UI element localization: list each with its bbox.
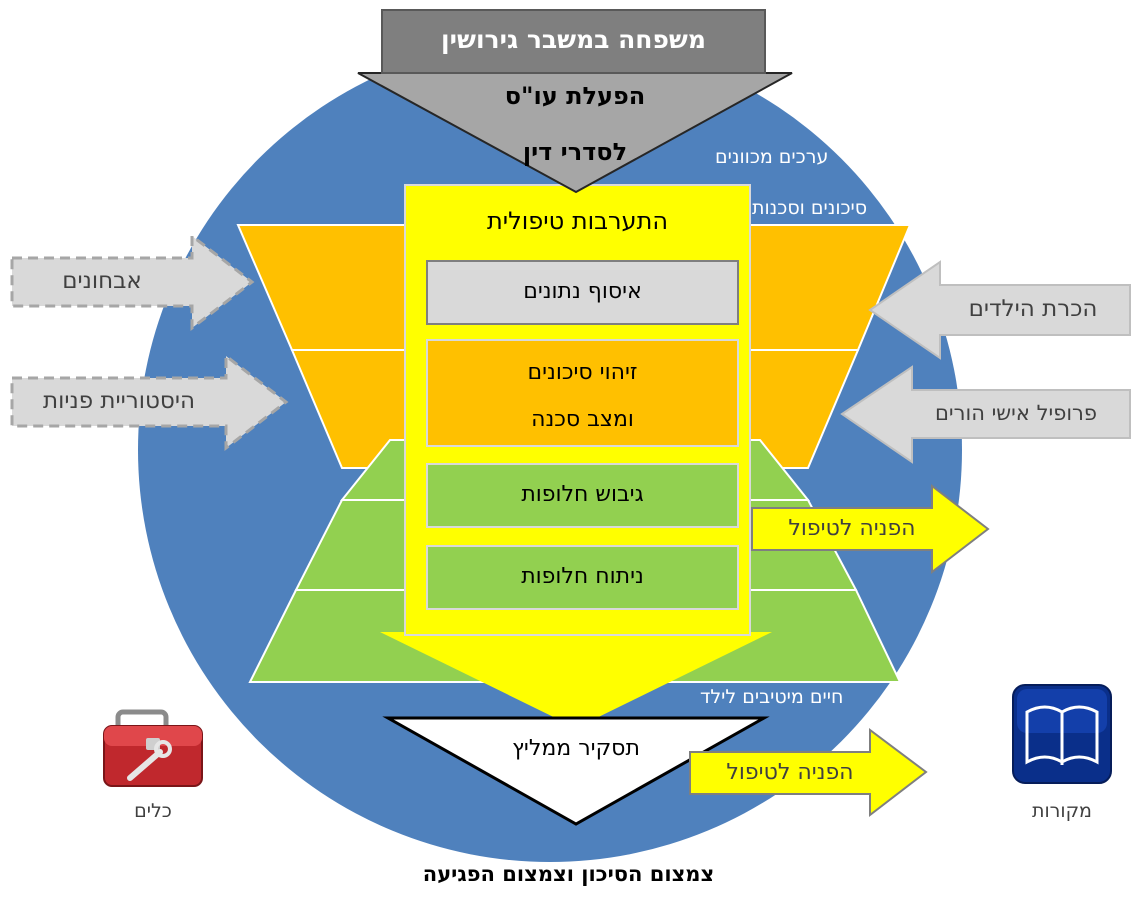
label-values: ערכים מכוונים xyxy=(715,146,829,168)
step-box-analyze-alternatives xyxy=(426,545,739,610)
left-arrow-diagnoses xyxy=(10,232,255,332)
left-arrow-diagnoses-label: אבחונים xyxy=(62,268,142,294)
funnel-line-1: הפעלת עו"ס xyxy=(504,82,646,110)
result-label: תסקיר ממליץ xyxy=(512,736,640,761)
step-collect-label: איסוף נתונים xyxy=(523,279,642,304)
referral-label-2: הפניה לטיפול xyxy=(726,760,854,785)
book-icon xyxy=(1012,684,1112,784)
intervention-title: התערבות טיפולית xyxy=(486,207,669,235)
intervention-down-arrow xyxy=(380,632,772,728)
tools-label: כלים xyxy=(134,800,172,822)
step-box-collect xyxy=(426,260,739,325)
referral-arrow-1 xyxy=(751,483,990,575)
result-triangle xyxy=(382,716,770,826)
referral-label-1: הפניה לטיפול xyxy=(788,516,916,541)
label-risks: סיכונים וסכנות xyxy=(752,197,868,219)
step-box-risks xyxy=(426,339,739,447)
right-arrow-parents-label: פרופיל אישי הורים xyxy=(934,401,1098,425)
step-risks-line2: ומצב סכנה xyxy=(531,407,634,432)
right-arrow-parents xyxy=(840,365,1131,464)
funnel-line-2: לסדרי דין xyxy=(522,138,628,166)
step-box-form-alternatives xyxy=(426,463,739,528)
left-arrow-history-label: היסטוריית פניות xyxy=(42,388,196,414)
top-box-title: משפחה במשבר גירושין xyxy=(441,25,706,54)
diagram-caption: צמצום הסיכון וצמצום הפגיעה xyxy=(422,862,715,886)
label-wellbeing: חיים מיטיבים לילד xyxy=(700,686,844,708)
step-risks-line1: זיהוי סיכונים xyxy=(527,360,638,385)
referral-arrow-2 xyxy=(689,728,928,818)
right-arrow-children-label: הכרת הילדים xyxy=(968,296,1098,322)
toolbox-icon xyxy=(103,709,203,787)
step-analyze-alternatives-label: ניתוח חלופות xyxy=(521,564,644,589)
top-box xyxy=(381,9,766,74)
sources-label: מקורות xyxy=(1032,800,1092,822)
step-form-alternatives-label: גיבוש חלופות xyxy=(521,482,644,507)
left-arrow-history xyxy=(10,352,289,452)
right-arrow-children xyxy=(868,260,1131,360)
